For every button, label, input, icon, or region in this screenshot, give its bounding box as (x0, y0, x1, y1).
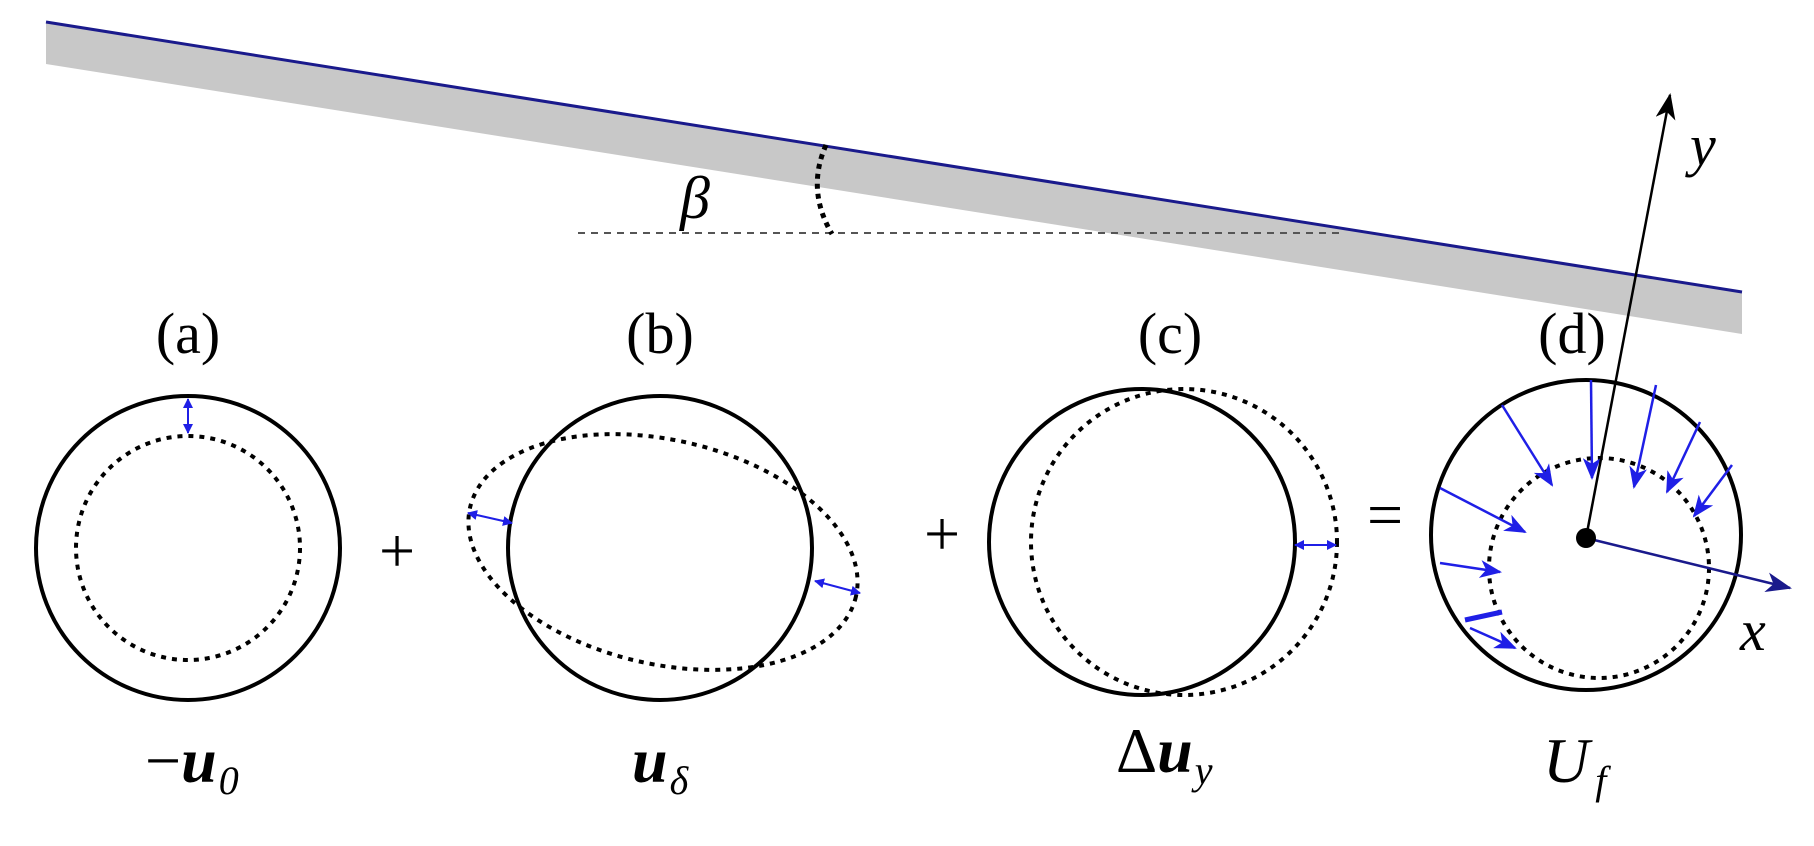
panel-a-deformed-circle (74, 434, 302, 662)
origin-point (1576, 528, 1596, 548)
displacement-vector (1439, 560, 1502, 578)
y-axis-arrow (1584, 93, 1676, 539)
panel-d-original-circle (1429, 378, 1743, 692)
panel-c-label: (c) (1138, 301, 1202, 366)
displacement-vector (1439, 486, 1527, 534)
displacement-vector (1500, 404, 1554, 487)
x-axis-arrow (1585, 536, 1792, 592)
angle-arc (814, 143, 835, 236)
panel-d-deformed-circle (1487, 456, 1711, 680)
panel-c-original-circle (987, 387, 1297, 697)
surface-line (45, 20, 1743, 294)
panel-a: (a) −u0 (34, 301, 342, 803)
panel-c: (c) Δuy (987, 301, 1339, 793)
panel-c-translated-circle (1029, 387, 1339, 697)
panel-c-symbol: Δuy (1116, 715, 1213, 793)
panel-b-label: (b) (626, 301, 694, 366)
panel-b-original-circle (506, 394, 814, 702)
x-axis-label: x (1739, 598, 1766, 663)
displacement-vector (1692, 464, 1734, 518)
panel-a-label: (a) (156, 301, 220, 366)
panel-b: (b) uδ (466, 301, 861, 803)
plus-operator-2: + (924, 498, 960, 569)
equals-operator: = (1367, 479, 1403, 550)
plus-operator-1: + (379, 515, 415, 586)
displacement-vector (1582, 379, 1601, 480)
panel-b-symbol: uδ (632, 725, 690, 803)
panel-d-label: (d) (1538, 301, 1606, 366)
panel-b-ovalized-ellipse (466, 432, 860, 672)
displacement-vector (1464, 609, 1503, 623)
panel-b-displacement-arrow-left (467, 510, 513, 526)
angle-label: β (679, 165, 710, 231)
panel-a-symbol: −u0 (145, 725, 239, 803)
panel-d-displacement-vectors (1439, 379, 1734, 650)
panel-b-displacement-arrow-right (814, 578, 861, 596)
inclined-surface: β (45, 20, 1743, 334)
panel-a-original-circle (34, 394, 342, 702)
displacement-vector (1665, 421, 1702, 494)
surface-shading (46, 22, 1742, 334)
y-axis-label: y (1685, 113, 1716, 178)
displacement-vector (1469, 626, 1517, 650)
displacement-vector (1629, 384, 1658, 489)
